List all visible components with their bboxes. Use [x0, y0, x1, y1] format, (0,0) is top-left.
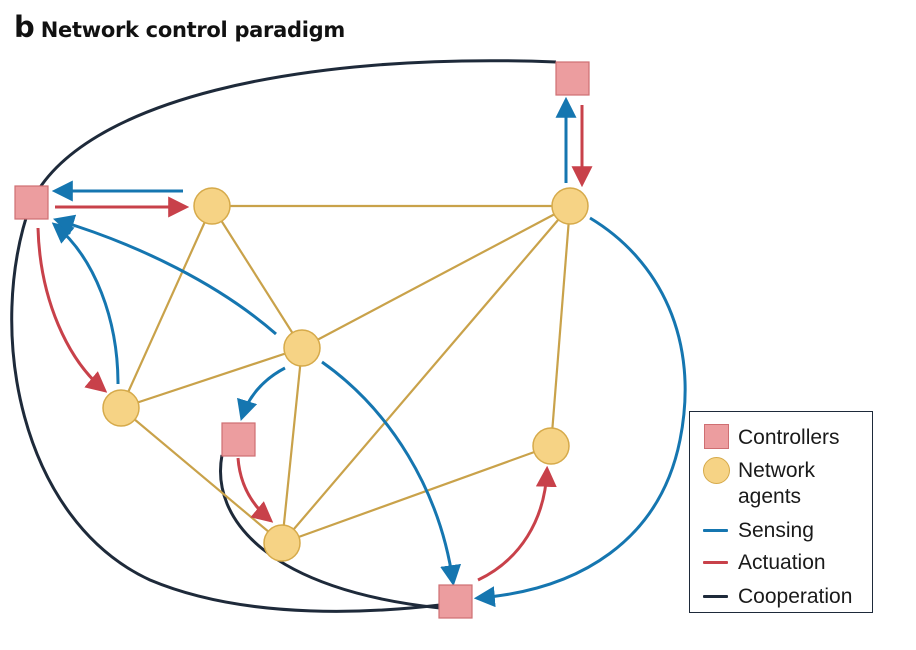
sensing-arrow [321, 360, 462, 587]
edge [119, 205, 214, 409]
network-agent [532, 427, 570, 465]
sensing-arrow [51, 222, 120, 385]
edge [549, 205, 572, 447]
edge [120, 407, 283, 544]
sensing-arrow [237, 366, 286, 422]
network-agents [102, 187, 589, 562]
legend-label-agents-line1: Network [738, 459, 816, 482]
actuation-arrows [36, 105, 593, 582]
network-agent [283, 329, 321, 367]
actuation-arrow [36, 227, 108, 393]
agent-edges [119, 204, 572, 545]
controller [14, 185, 49, 220]
legend-label-controllers: Controllers [738, 426, 840, 449]
controller [438, 584, 473, 619]
agent-swatch [703, 457, 730, 484]
legend: Controllers Network agents Sensing Actua… [689, 411, 873, 613]
controller-swatch [704, 424, 729, 449]
cooperation-swatch [703, 595, 728, 598]
network-agent [551, 187, 589, 225]
sensing-swatch [703, 529, 728, 532]
legend-label-agents-line2: agents [738, 485, 802, 508]
sensing-arrow [473, 216, 687, 608]
controller [555, 61, 590, 96]
panel-letter: b [14, 10, 35, 44]
actuation-arrow [477, 465, 557, 582]
network-agent [263, 524, 301, 562]
sensing-arrows [51, 96, 687, 608]
network-agent [193, 187, 231, 225]
network-agent [102, 389, 140, 427]
cooperation-link-left-to-bottom [10, 202, 441, 613]
controllers [14, 61, 590, 619]
edge [281, 444, 552, 545]
legend-label-actuation: Actuation [738, 551, 826, 574]
actuation-swatch [703, 561, 728, 564]
sensing-arrow [52, 214, 277, 336]
legend-label-cooperation: Cooperation [738, 585, 853, 608]
legend-label-sensing: Sensing [738, 519, 814, 542]
cooperation-links [10, 59, 557, 613]
edge [301, 205, 571, 349]
edge [211, 205, 303, 349]
edge [281, 205, 571, 544]
cooperation-link-mid-to-bottom [219, 454, 441, 610]
edge [280, 347, 304, 544]
panel-title-text: Network control paradigm [40, 18, 345, 42]
edge [120, 346, 303, 410]
controller [221, 422, 256, 457]
actuation-arrow [236, 457, 274, 523]
cooperation-link-top-controllers [29, 59, 557, 204]
